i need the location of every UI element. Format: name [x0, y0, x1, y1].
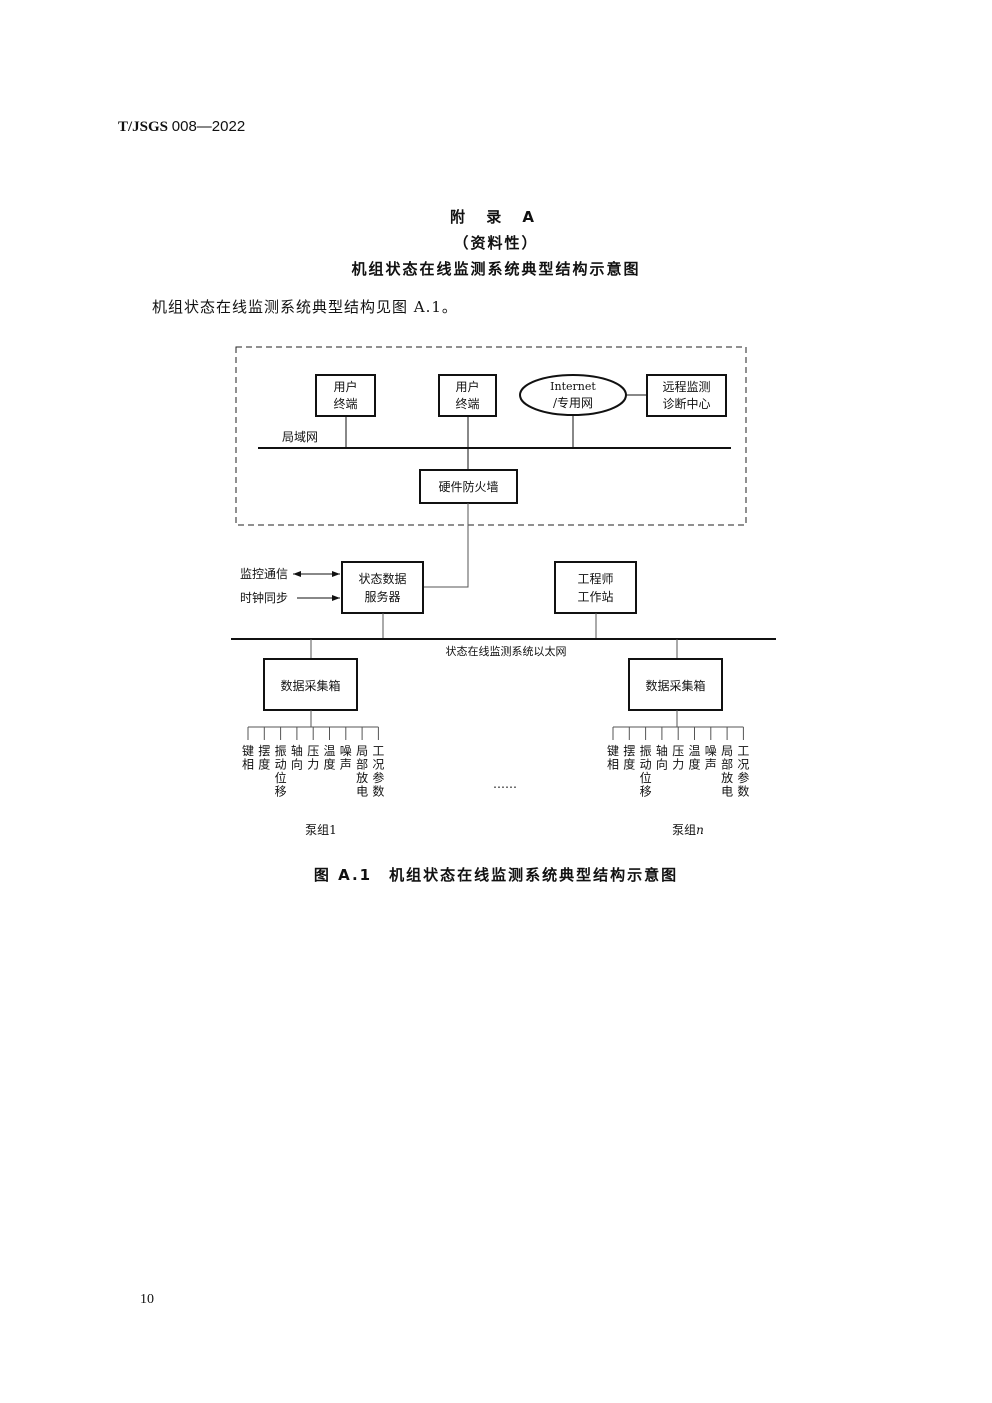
sensor-label-char: 振	[275, 744, 287, 758]
intro-paragraph: 机组状态在线监测系统典型结构见图 A.1。	[152, 298, 458, 316]
sensor-label-char: 移	[640, 785, 652, 799]
pump-group-1-label: 泵组1	[305, 823, 337, 837]
sensor-label-char: 温	[688, 744, 700, 758]
sensor-label-char: 移	[275, 785, 287, 799]
sensor-label-char: 电	[356, 785, 368, 799]
sensor-label-char: 压	[307, 744, 319, 758]
sensor-label-char: 动	[275, 758, 287, 772]
sensor-label-char: 度	[688, 757, 700, 772]
standard-code-prefix: T/JSGS	[118, 119, 169, 135]
sensor-label-char: 部	[721, 757, 733, 772]
sensor-label-char: 位	[640, 770, 652, 785]
daq-box-n	[628, 658, 723, 711]
user-terminal-1-line2: 终端	[333, 396, 357, 411]
daq-box-1-label: 数据采集箱	[280, 678, 340, 693]
sensor-label-char: 声	[705, 758, 717, 772]
page-number: 10	[140, 1292, 154, 1307]
remote-center-line1: 远程监测	[662, 379, 710, 394]
monitor-comm-label: 监控通信	[240, 567, 288, 581]
daq-box-1	[263, 658, 358, 711]
sensor-label-char: 部	[356, 757, 368, 772]
sensor-label-char: 况	[737, 758, 749, 772]
ellipsis: ……	[493, 777, 517, 791]
remote-center-box	[646, 374, 727, 417]
sensor-label-char: 压	[672, 744, 684, 758]
system-structure-diagram: 用户 终端 用户 终端 Internet /专用网 远程监测 诊断中心 局域网 …	[231, 346, 776, 837]
sensor-label-char: 相	[607, 758, 619, 772]
sensor-label-char: 相	[242, 758, 254, 772]
user-terminal-1-line1: 用户	[333, 379, 357, 394]
sensor-label-char: 度	[323, 757, 335, 772]
appendix-name: 机组状态在线监测系统典型结构示意图	[351, 260, 641, 278]
sensor-label-char: 摆	[258, 744, 270, 758]
sensor-label-char: 数	[372, 784, 384, 799]
sensor-label-char: 工	[737, 744, 749, 758]
user-terminal-1-box	[315, 374, 376, 417]
sensor-label-char: 况	[372, 758, 384, 772]
sensor-label-char: 振	[640, 744, 652, 758]
user-terminal-2-line1: 用户	[455, 379, 479, 394]
remote-center-line2: 诊断中心	[662, 396, 710, 411]
engineer-station-box	[554, 561, 637, 614]
sensor-label-char: 噪	[340, 744, 352, 758]
sensor-label-char: 轴	[291, 743, 303, 758]
appendix-title: 附 录 A	[449, 208, 543, 226]
sensor-label-char: 局	[356, 744, 368, 758]
figure-caption: 图 A.1 机组状态在线监测系统典型结构示意图	[313, 866, 679, 884]
firewall-box	[419, 469, 518, 504]
sensor-label-char: 向	[291, 757, 303, 772]
appendix-type: （资料性）	[453, 234, 539, 252]
sensor-label-char: 声	[340, 758, 352, 772]
sensor-label-char: 工	[372, 744, 384, 758]
lan-label: 局域网	[282, 430, 318, 444]
internet-line1: Internet	[550, 380, 596, 393]
sensor-label-char: 放	[356, 770, 368, 785]
standard-code: T/JSGS 008—2022	[118, 118, 245, 136]
sensor-label-char: 噪	[705, 744, 717, 758]
sensor-label-char: 力	[307, 758, 319, 772]
sensor-label-char: 放	[721, 770, 733, 785]
sensor-label-char: 参	[737, 770, 749, 785]
pump-group-n-label: 泵组n	[672, 823, 704, 837]
state-server-line1: 状态数据	[358, 571, 406, 586]
sensor-label-char: 参	[372, 770, 384, 785]
firewall-label: 硬件防火墙	[438, 479, 498, 494]
sensor-label-char: 位	[275, 770, 287, 785]
sensor-label-char: 轴	[656, 743, 668, 758]
ethernet-label: 状态在线监测系统以太网	[446, 644, 567, 658]
sensor-label-char: 温	[323, 744, 335, 758]
standard-code-number: 008—2022	[171, 118, 246, 135]
sensor-label-char: 数	[737, 784, 749, 799]
state-server-box	[341, 561, 424, 614]
plant-network-boundary	[235, 346, 747, 526]
sensor-label-char: 键	[242, 744, 254, 758]
sensor-label-char: 电	[721, 785, 733, 799]
sensor-label-char: 局	[721, 744, 733, 758]
sensor-label-char: 力	[672, 758, 684, 772]
user-terminal-2-line2: 终端	[455, 396, 479, 411]
sensor-label-char: 动	[640, 758, 652, 772]
state-server-line2: 服务器	[364, 589, 400, 604]
clock-sync-label: 时钟同步	[240, 590, 288, 605]
engineer-station-line2: 工作站	[577, 590, 613, 604]
sensor-label-char: 度	[623, 757, 635, 772]
sensor-label-char: 向	[656, 757, 668, 772]
sensor-label-char: 键	[607, 744, 619, 758]
internet-line2: /专用网	[553, 395, 593, 410]
sensor-label-char: 摆	[623, 744, 635, 758]
engineer-station-line1: 工程师	[577, 571, 613, 586]
daq-box-n-label: 数据采集箱	[645, 678, 705, 693]
sensor-label-char: 度	[258, 757, 270, 772]
